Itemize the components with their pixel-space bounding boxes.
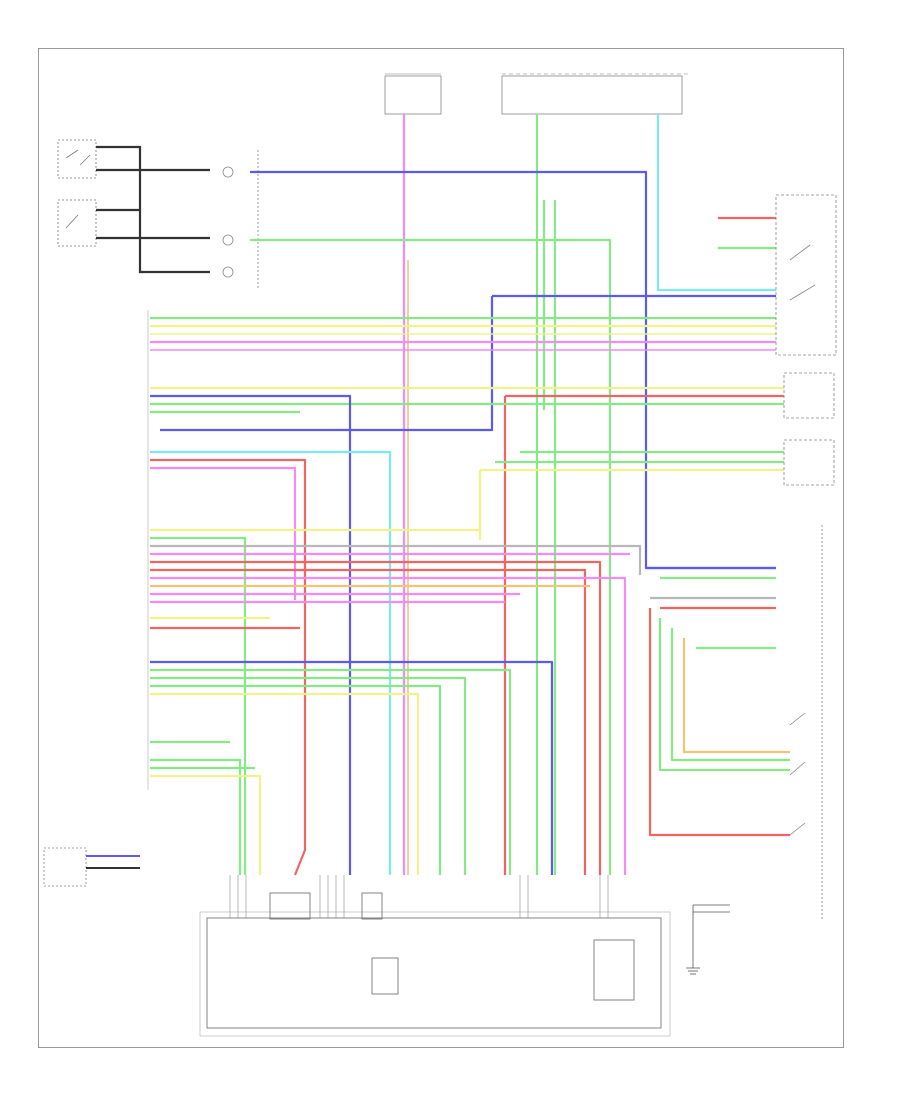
wire-green-l2 xyxy=(150,536,247,875)
top-fuse-blocks xyxy=(384,73,690,115)
wire-yellow-b5 xyxy=(150,692,420,875)
wire-cyan-vertical xyxy=(656,114,776,292)
wire-green-bl1 xyxy=(150,758,242,875)
connector-box-a xyxy=(269,892,311,920)
wire-cyan-m1 xyxy=(150,450,392,875)
mode-switch-upper xyxy=(57,139,97,179)
wire-pink-m3 xyxy=(150,466,297,600)
wire-blue-range xyxy=(160,296,494,432)
ground-symbol xyxy=(686,904,730,975)
fuse-block-middle xyxy=(501,75,683,115)
wire-red-m2 xyxy=(150,458,307,876)
solenoid-box-2 xyxy=(593,939,635,1001)
left-harness xyxy=(96,145,210,274)
wire-gray-l3 xyxy=(150,544,642,575)
diagram-frame xyxy=(38,48,844,1048)
wire-blue-top xyxy=(250,170,776,570)
wire-layer xyxy=(150,114,790,918)
wire-blue-s4 xyxy=(150,394,352,875)
wire-green-b2 xyxy=(150,668,512,875)
wire-green-b3 xyxy=(150,676,467,875)
manual-mode-wires xyxy=(86,855,140,869)
control-valve xyxy=(199,892,671,1037)
solenoid-box-1 xyxy=(371,957,399,995)
wire-orange-sel6 xyxy=(682,638,790,754)
wire-green-top xyxy=(250,238,612,875)
wire-green-sel5 xyxy=(670,628,790,762)
manual-mode-switch xyxy=(43,847,87,887)
wire-green-b4 xyxy=(150,684,442,875)
cvt-shift-selector xyxy=(789,525,823,920)
mode-switch-lower xyxy=(57,199,97,247)
wire-pink-l7 xyxy=(150,576,627,875)
wire-red-sel8 xyxy=(648,608,790,837)
fuse-block-left xyxy=(384,75,442,115)
wire-yellow-ps2 xyxy=(478,468,784,540)
wire-red-s2 xyxy=(503,394,784,875)
secondary-speed-sensor xyxy=(783,372,835,419)
wire-green-sel4 xyxy=(658,618,790,772)
cvt-transmission-range-switch xyxy=(775,194,837,356)
wire-red-l6 xyxy=(150,568,587,875)
wire-red-l5 xyxy=(150,560,602,875)
wire-yellow-bl3 xyxy=(150,774,262,875)
primary-speed-sensor xyxy=(783,439,835,486)
wire-blue-b1 xyxy=(150,660,554,875)
connector-box-b xyxy=(361,892,383,920)
relay-connectors xyxy=(222,150,259,290)
